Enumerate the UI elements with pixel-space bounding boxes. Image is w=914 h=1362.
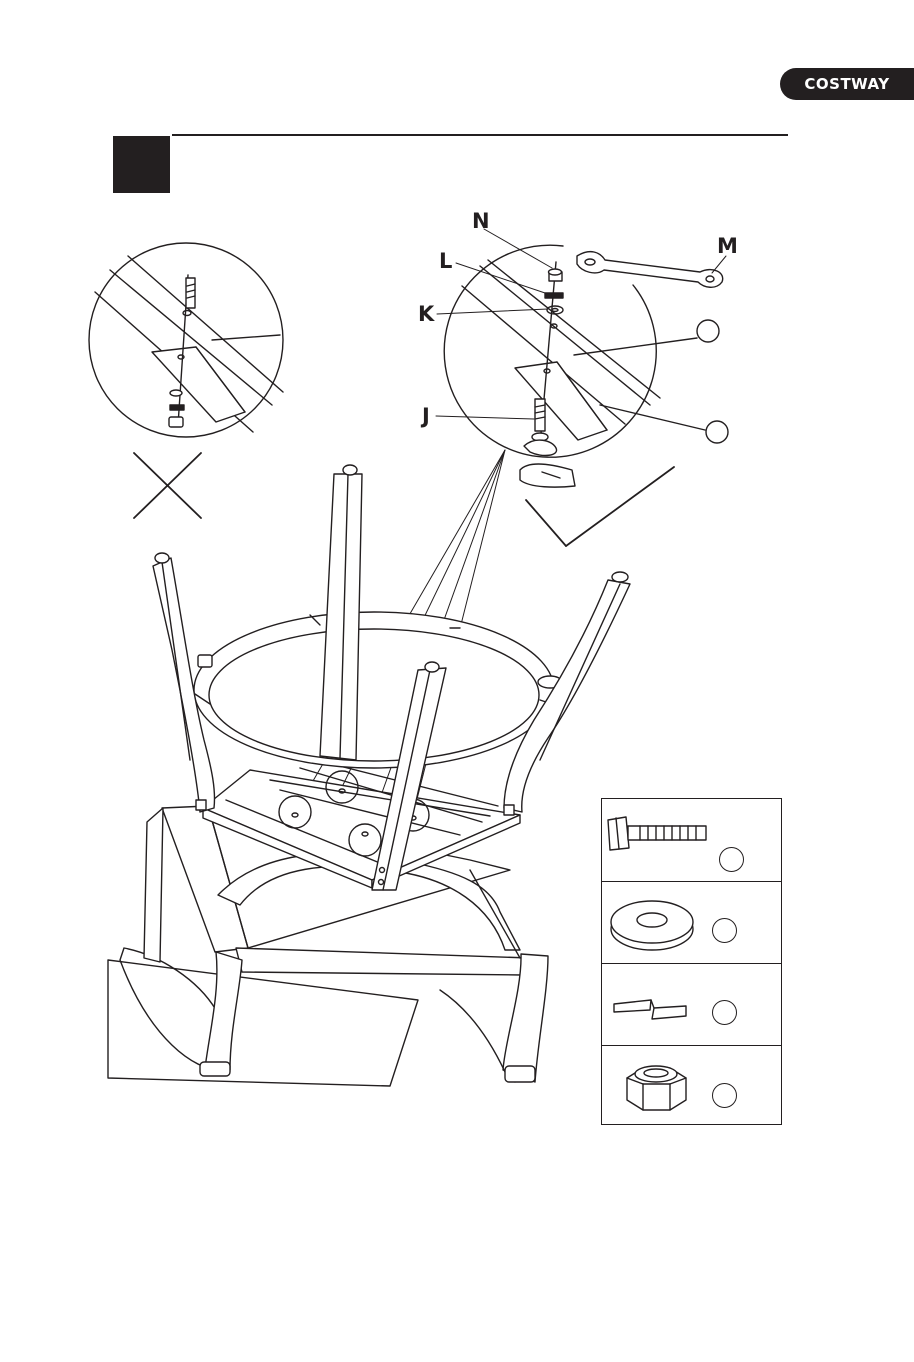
incorrect-method-detail bbox=[89, 243, 283, 437]
part-label-circle bbox=[712, 918, 737, 943]
parts-row-washer bbox=[602, 881, 781, 964]
incorrect-cross-mark bbox=[134, 453, 201, 518]
parts-table bbox=[601, 798, 782, 1125]
callout-wrench: M bbox=[717, 236, 738, 257]
callout-lock-washer: L bbox=[439, 251, 452, 272]
parts-row-nut bbox=[602, 1045, 781, 1124]
callout-bolt: J bbox=[422, 406, 430, 427]
callout-washer: K bbox=[418, 304, 434, 325]
chair-seat-frame bbox=[203, 758, 520, 888]
parts-row-lock-washer bbox=[602, 963, 781, 1046]
part-label-circle bbox=[712, 1083, 737, 1108]
parts-row-bolt bbox=[602, 799, 781, 882]
part-label-circle bbox=[719, 847, 744, 872]
correct-method-detail bbox=[444, 245, 728, 487]
callout-nut: N bbox=[472, 211, 490, 232]
chair-back-ring bbox=[194, 590, 562, 768]
part-label-circle bbox=[712, 1000, 737, 1025]
